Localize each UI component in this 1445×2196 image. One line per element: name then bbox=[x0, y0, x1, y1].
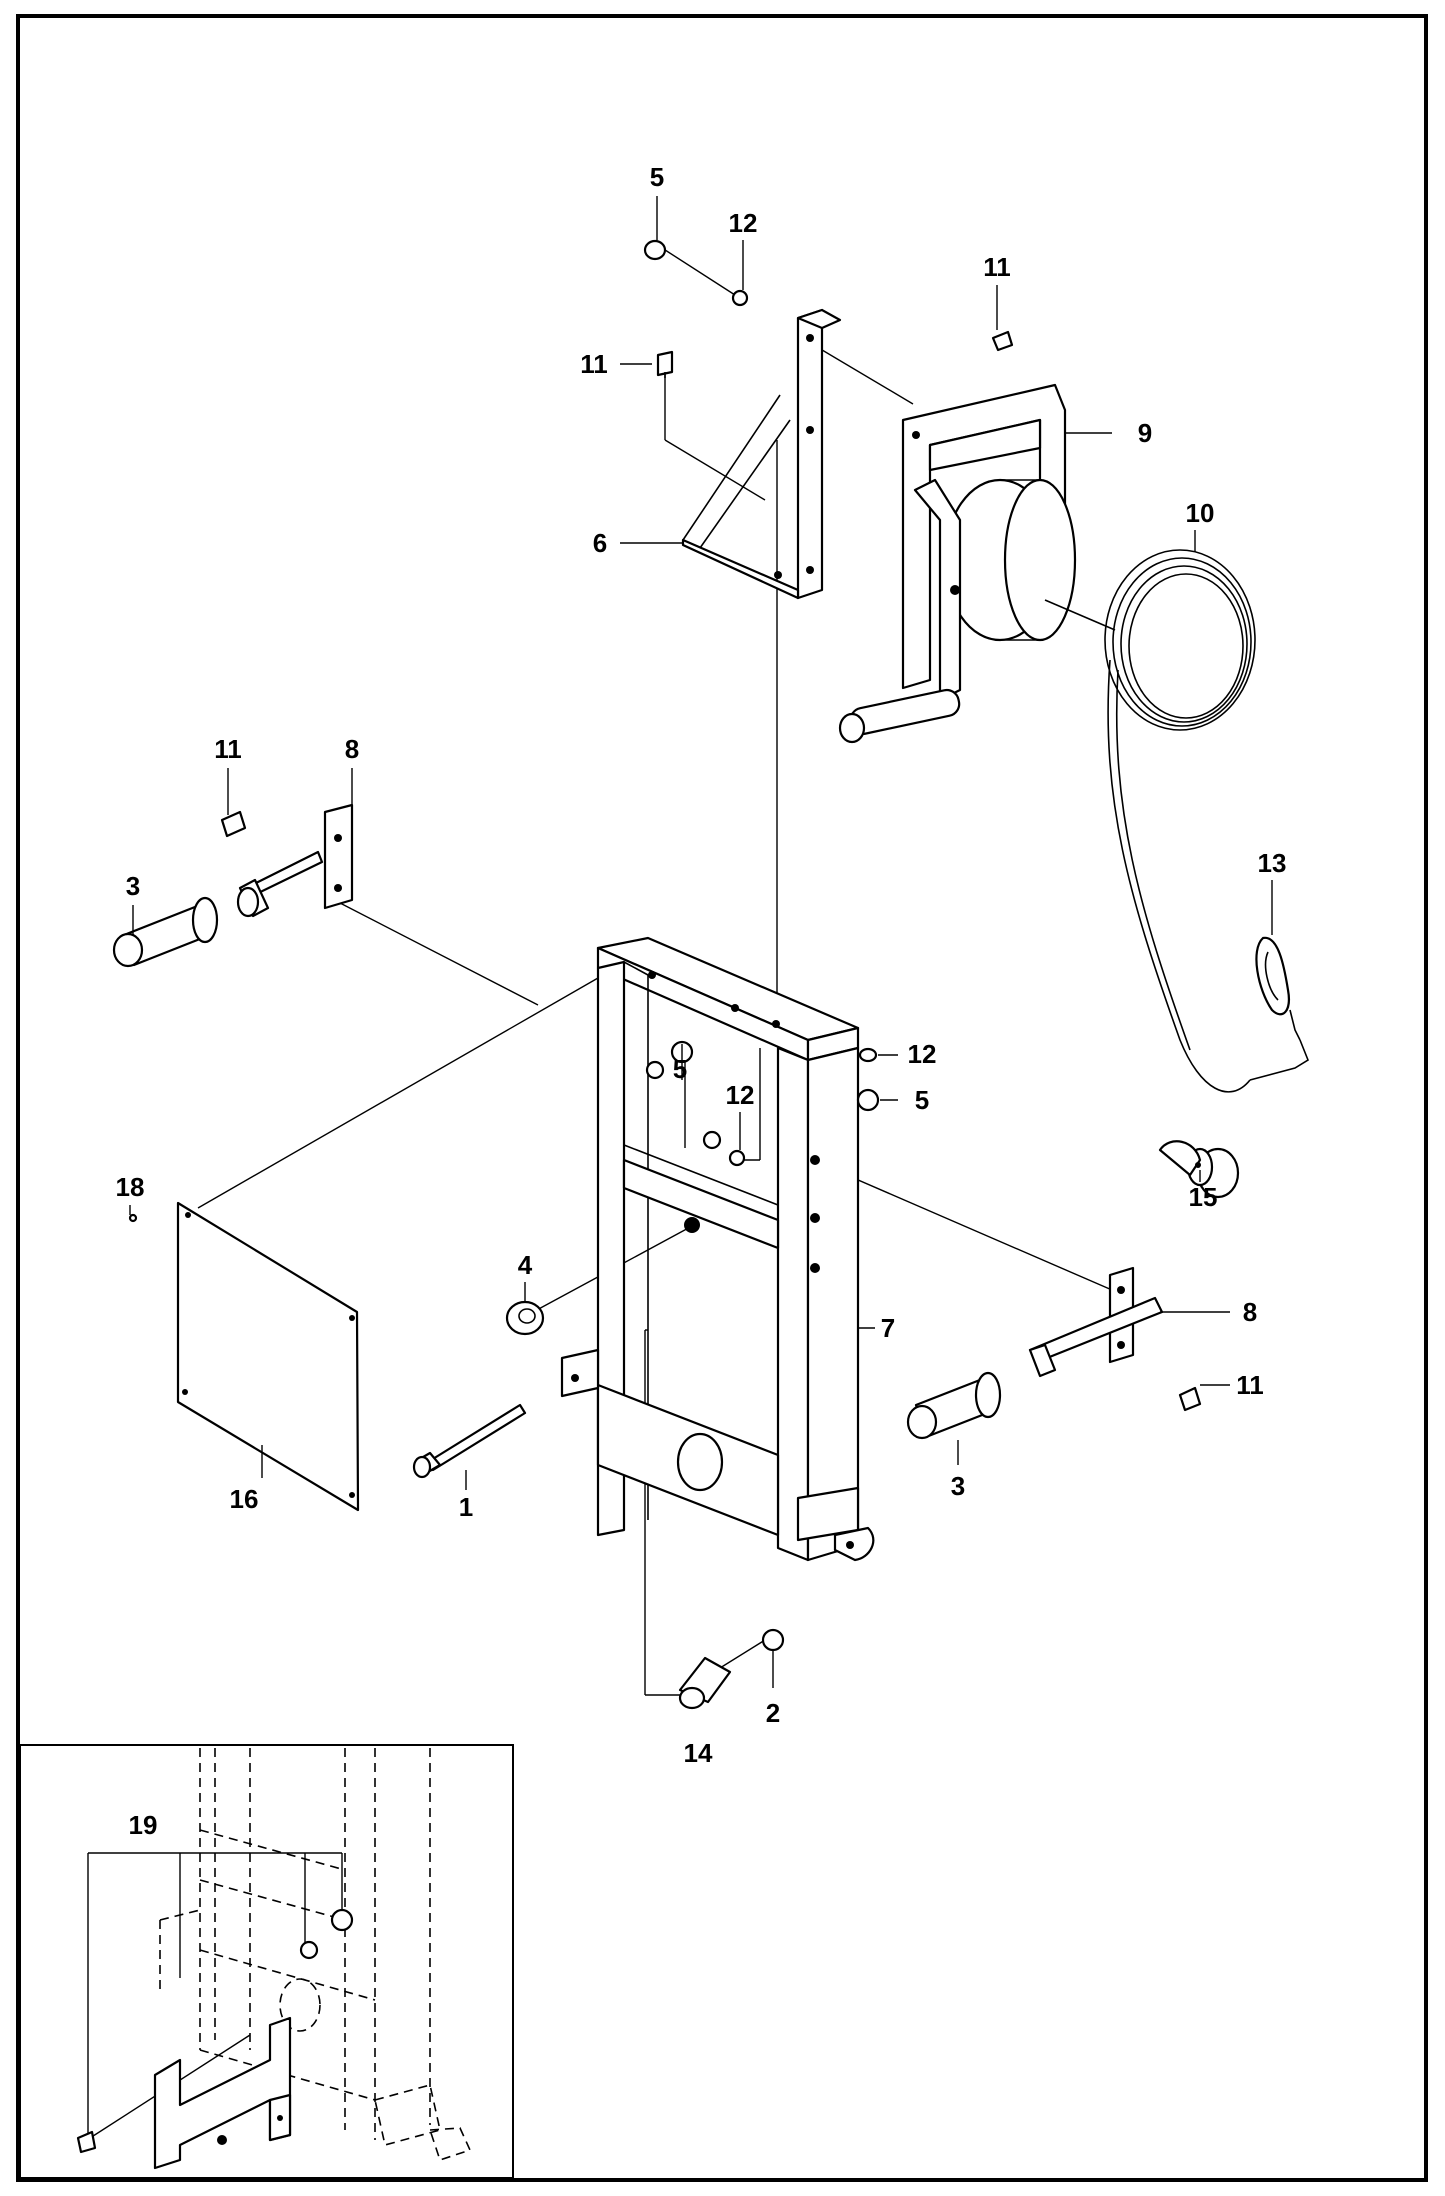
handle-left bbox=[112, 878, 270, 968]
small-nut-bottom bbox=[761, 1628, 785, 1652]
cable-coil bbox=[1044, 549, 1256, 1093]
handle-right bbox=[906, 1343, 1057, 1440]
callout-9: 9 bbox=[1138, 418, 1152, 448]
page-frame bbox=[16, 14, 1428, 2182]
fasteners bbox=[128, 239, 1202, 1412]
callout-11-bracket: 11 bbox=[580, 349, 608, 379]
callout-11-right: 11 bbox=[1236, 1370, 1264, 1400]
callout-5-top: 5 bbox=[650, 162, 664, 192]
callout-8-right: 8 bbox=[1243, 1297, 1257, 1327]
callout-19: 19 bbox=[129, 1810, 158, 1840]
callout-14: 14 bbox=[684, 1738, 713, 1768]
callout-3-right: 3 bbox=[951, 1471, 965, 1501]
callout-labels: 5 12 11 11 9 10 6 11 8 3 13 12 5 5 12 15… bbox=[116, 162, 1287, 1840]
main-frame bbox=[560, 936, 875, 1562]
callout-12-right: 12 bbox=[908, 1039, 937, 1069]
large-nut bbox=[505, 1300, 545, 1336]
callout-10: 10 bbox=[1186, 498, 1215, 528]
shaft-bracket-left bbox=[240, 803, 354, 910]
pulley-block bbox=[1158, 1039, 1309, 1199]
callout-1: 1 bbox=[459, 1492, 473, 1522]
callout-2: 2 bbox=[766, 1698, 780, 1728]
callout-18: 18 bbox=[116, 1172, 145, 1202]
upper-bracket bbox=[681, 308, 842, 600]
callout-15: 15 bbox=[1189, 1182, 1218, 1212]
callout-8-left: 8 bbox=[345, 734, 359, 764]
long-bolt bbox=[412, 1403, 527, 1479]
callout-16: 16 bbox=[230, 1484, 259, 1514]
inset-detail bbox=[19, 1744, 514, 2179]
winch bbox=[838, 383, 1077, 744]
callout-5-mid: 5 bbox=[673, 1054, 687, 1084]
callout-3-left: 3 bbox=[126, 871, 140, 901]
shaft-bracket-right bbox=[1028, 1266, 1164, 1364]
callout-11-winch: 11 bbox=[983, 252, 1011, 282]
callout-11-left: 11 bbox=[214, 734, 242, 764]
callout-12-mid: 12 bbox=[726, 1080, 755, 1110]
spacer-sleeve bbox=[678, 1656, 732, 1710]
callout-12-top: 12 bbox=[729, 208, 758, 238]
callout-13: 13 bbox=[1258, 848, 1287, 878]
callout-7: 7 bbox=[881, 1313, 895, 1343]
assembly-lines bbox=[197, 247, 1113, 1696]
callout-5-right: 5 bbox=[915, 1085, 929, 1115]
leader-lines bbox=[129, 196, 1273, 1688]
cover-plate bbox=[176, 1201, 360, 1512]
callout-4: 4 bbox=[518, 1250, 533, 1280]
callout-6: 6 bbox=[593, 528, 607, 558]
snap-hook bbox=[1255, 936, 1301, 1041]
